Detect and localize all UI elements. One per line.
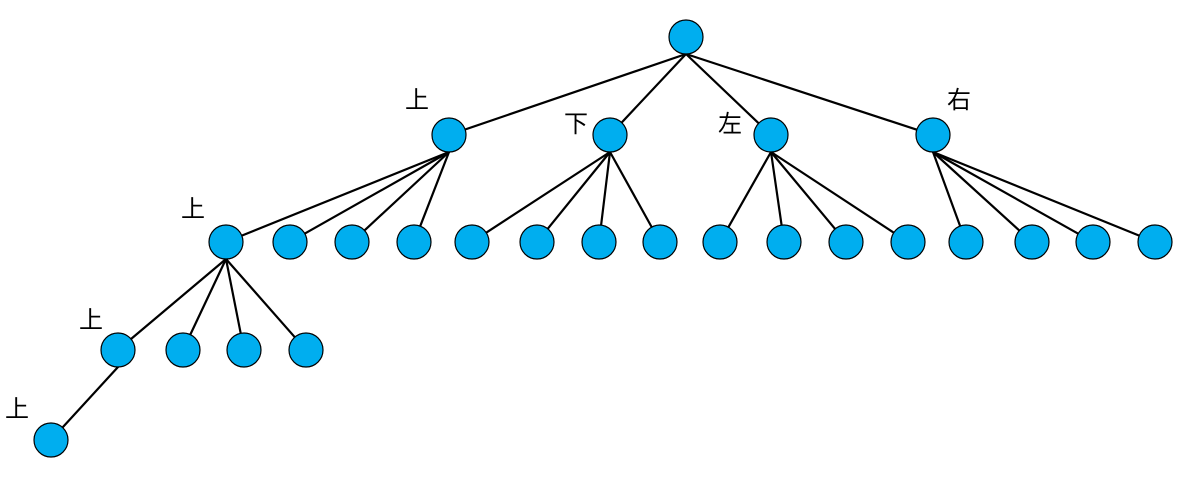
edge-n-up-to-n-up-3 — [363, 150, 451, 232]
edge-n-right-to-n-right-1 — [931, 150, 962, 228]
edge-n-up-up-to-n-up-up-up — [129, 257, 228, 341]
edge-n-right-to-n-right-4 — [931, 150, 1141, 237]
edge-root-to-n-down — [620, 52, 688, 124]
edge-n-up-up-to-n-up-up-4 — [224, 257, 296, 339]
tree-node-n-down — [592, 117, 628, 153]
nodes-layer — [33, 19, 1173, 458]
tree-node-root — [668, 19, 704, 55]
tree-node-n-left-1 — [702, 224, 738, 260]
tree-node-n-up-up-up-up — [33, 422, 69, 458]
edge-n-right-to-n-right-3 — [931, 150, 1080, 235]
tree-node-n-up-2 — [272, 224, 308, 260]
edge-n-down-to-n-down-4 — [608, 150, 653, 229]
tree-node-n-up-up — [208, 224, 244, 260]
edge-n-down-to-n-down-2 — [546, 150, 612, 230]
tree-node-n-right-2 — [1014, 224, 1050, 260]
edge-n-left-to-n-left-2 — [769, 150, 783, 227]
tree-node-n-left — [753, 117, 789, 153]
tree-node-n-down-4 — [642, 224, 678, 260]
edge-n-up-to-n-up-2 — [303, 150, 451, 235]
edge-root-to-n-up — [464, 52, 688, 131]
tree-node-n-up-3 — [334, 224, 370, 260]
tree-node-n-up-up-up — [100, 332, 136, 368]
edge-n-up-up-to-n-up-up-2 — [189, 257, 228, 336]
node-label-n-up-up: 上 — [181, 195, 205, 223]
tree-node-n-up-up-3 — [226, 332, 262, 368]
tree-node-n-left-3 — [828, 224, 864, 260]
edge-n-down-to-n-down-1 — [485, 150, 612, 234]
tree-node-n-up-4 — [396, 224, 432, 260]
edge-n-left-to-n-left-1 — [727, 150, 773, 229]
tree-node-n-up — [431, 117, 467, 153]
edge-n-left-to-n-left-3 — [769, 150, 837, 230]
tree-node-n-down-3 — [581, 224, 617, 260]
edge-n-up-to-n-up-4 — [419, 150, 451, 228]
tree-node-n-left-4 — [890, 224, 926, 260]
edge-n-up-up-to-n-up-up-3 — [224, 257, 242, 335]
tree-node-n-up-up-4 — [288, 332, 324, 368]
edges-layer — [61, 52, 1141, 429]
labels-layer: 上下左右上上上 — [5, 86, 971, 423]
tree-node-n-right-3 — [1075, 224, 1111, 260]
node-label-n-right: 右 — [947, 86, 971, 114]
tree-node-n-right-4 — [1137, 224, 1173, 260]
node-label-n-down: 下 — [564, 110, 588, 138]
edge-root-to-n-left — [684, 52, 760, 125]
node-label-n-left: 左 — [718, 110, 742, 138]
node-label-n-up-up-up-up: 上 — [5, 395, 29, 423]
tree-node-n-down-1 — [454, 224, 490, 260]
tree-node-n-down-2 — [519, 224, 555, 260]
node-label-n-up: 上 — [405, 86, 429, 114]
tree-node-n-right-1 — [948, 224, 984, 260]
edge-n-up-up-up-to-n-up-up-up-up — [61, 365, 120, 429]
node-label-n-up-up-up: 上 — [79, 306, 103, 334]
tree-node-n-left-2 — [766, 224, 802, 260]
edge-n-up-to-n-up-up — [240, 150, 451, 237]
edge-n-right-to-n-right-2 — [931, 150, 1021, 232]
edge-n-down-to-n-down-3 — [599, 150, 612, 227]
tree-node-n-right — [915, 117, 951, 153]
edge-n-left-to-n-left-4 — [769, 150, 895, 234]
edge-root-to-n-right — [684, 52, 918, 131]
tree-node-n-up-up-2 — [165, 332, 201, 368]
